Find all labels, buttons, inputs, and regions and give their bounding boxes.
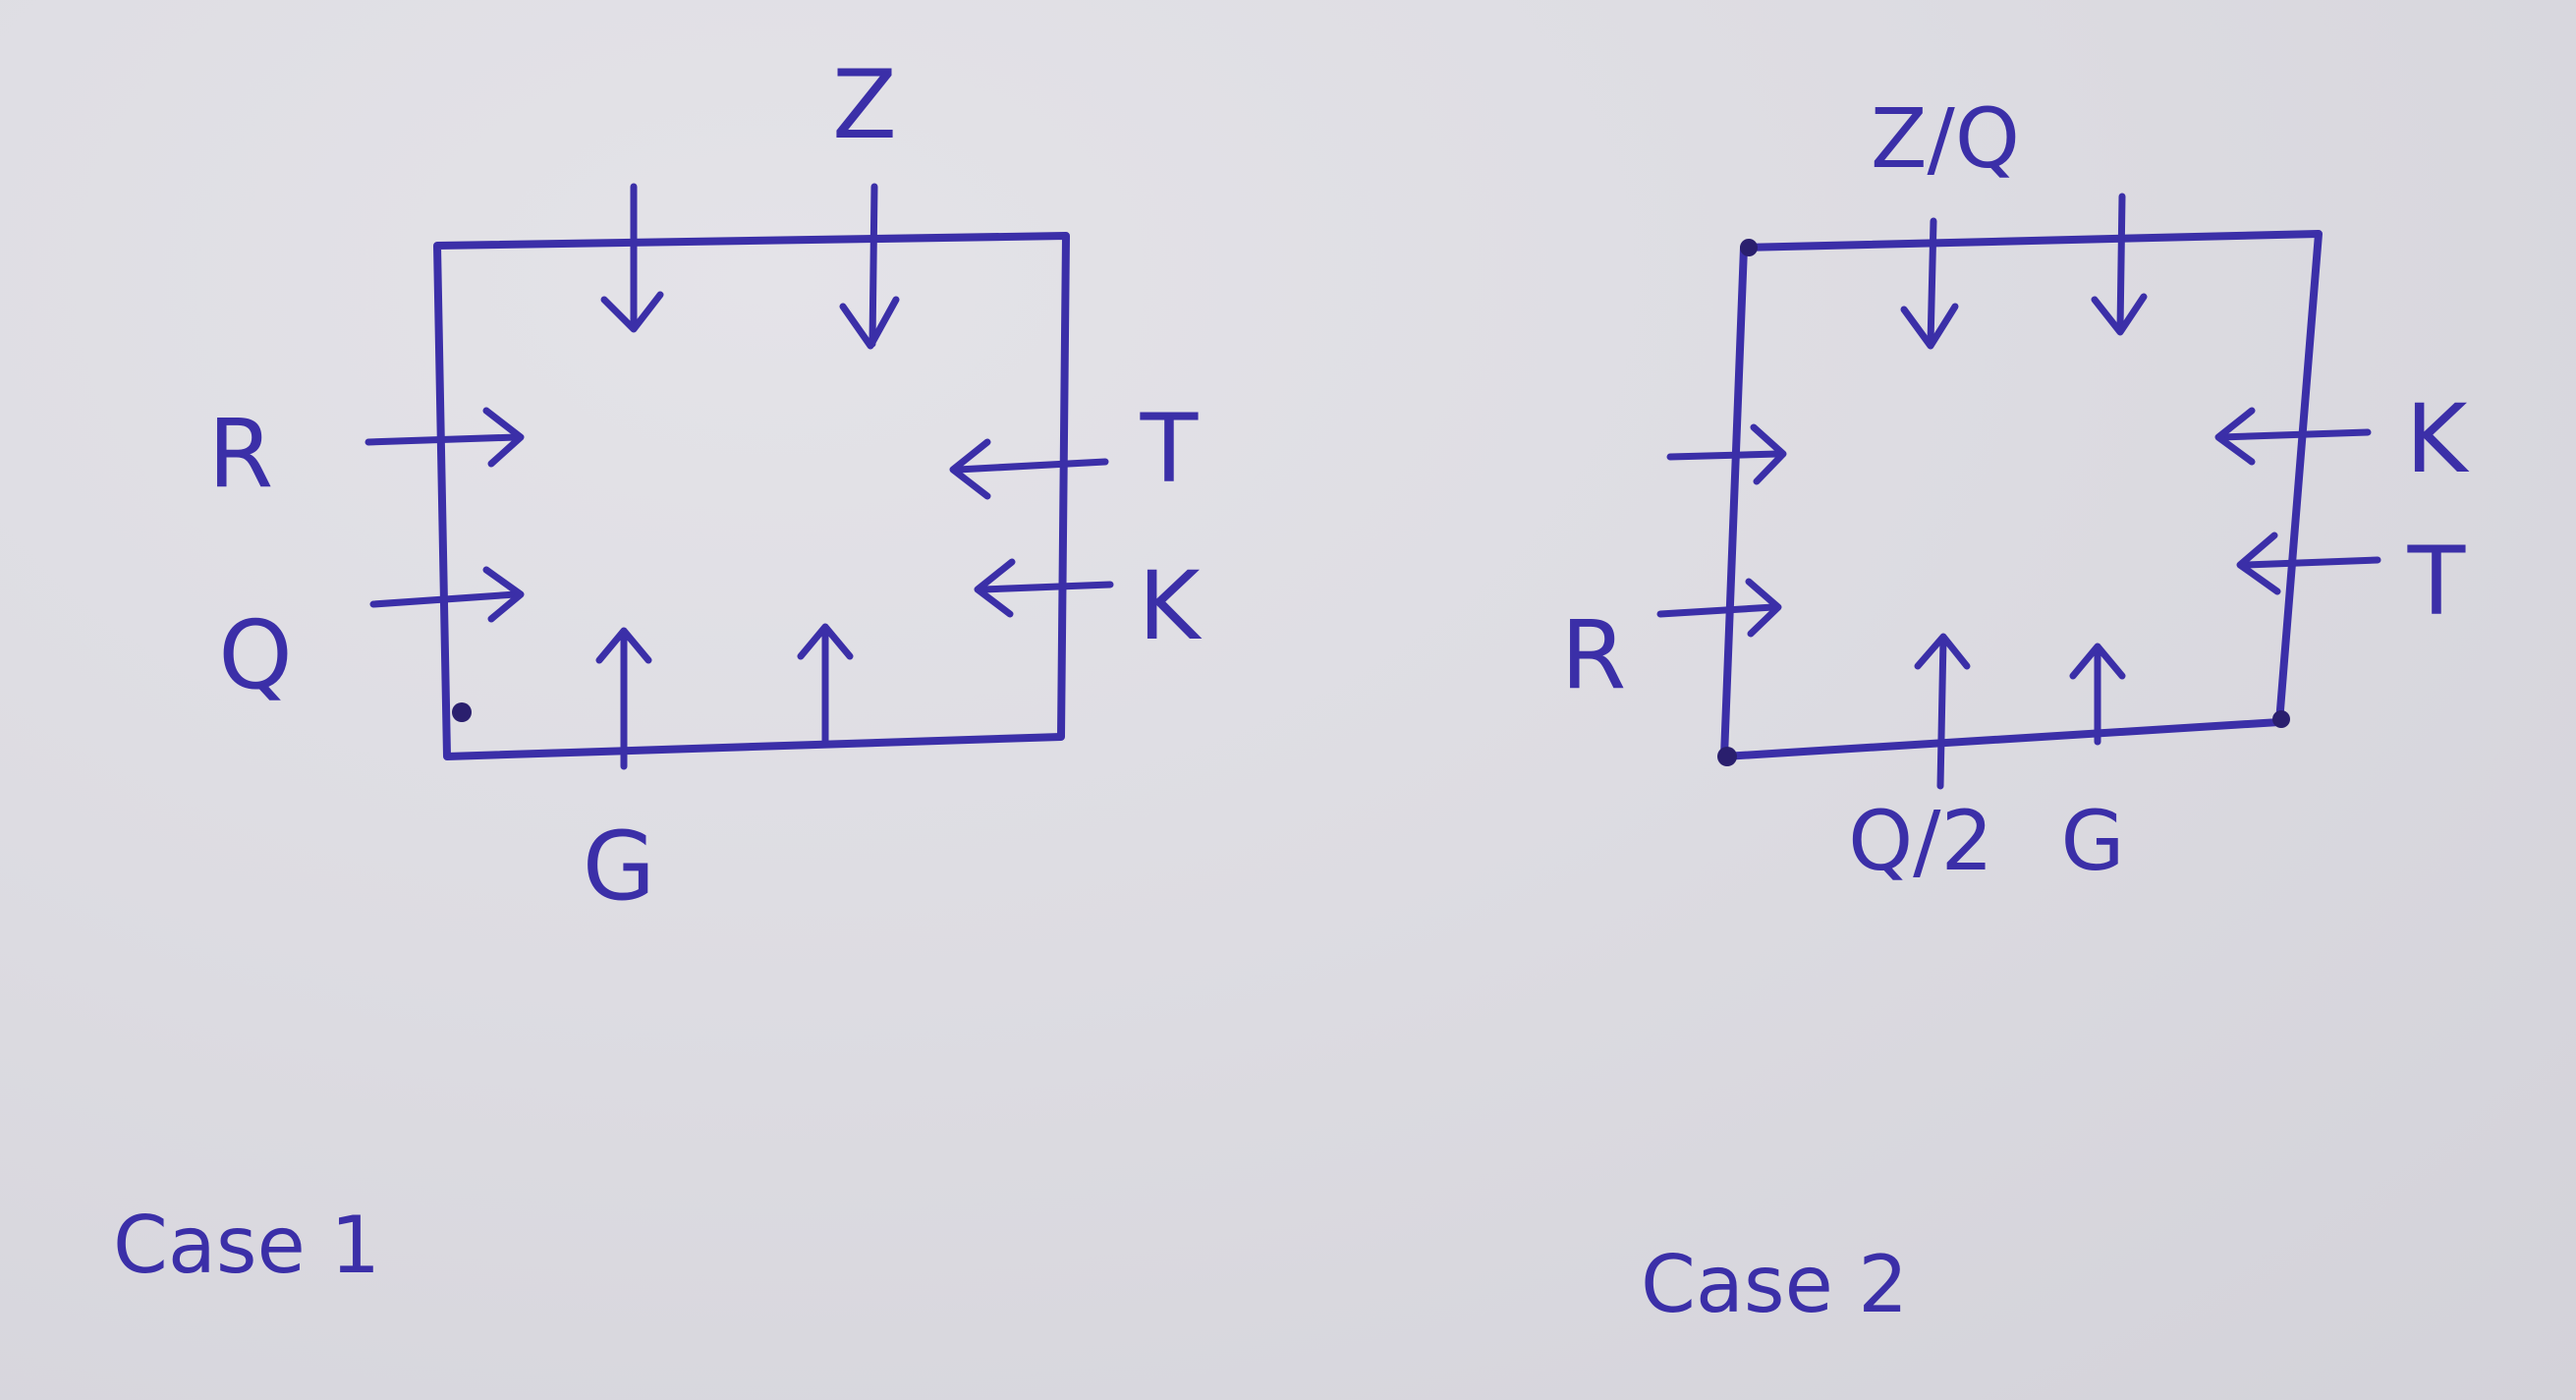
- case-2-left-label: R: [1561, 600, 1627, 710]
- case-1-bottom-label: G: [583, 812, 655, 922]
- case-2-corner-dot-3: [2272, 710, 2290, 728]
- case-1-top-label: Z: [832, 50, 897, 160]
- case-2-right-label-2: T: [2407, 527, 2466, 637]
- case-1-left-arrow-2: [369, 566, 525, 623]
- case-2-right-label-1: K: [2406, 384, 2470, 494]
- case-2-corner-dot-2: [1717, 747, 1737, 766]
- case-1-right-label-2: K: [1139, 551, 1203, 661]
- case-1-bottom-arrow-2: [797, 623, 854, 746]
- case-2-left-arrow-1: [1666, 423, 1787, 485]
- case-2-frame: [1720, 230, 2323, 760]
- case-2-bottom-label-1: Q/2: [1848, 793, 1993, 889]
- case-2-top-label: Z/Q: [1871, 90, 2020, 187]
- case-2-diagram: Z/Q R K T Q/2 G Case 2: [1561, 90, 2470, 1330]
- case-1-left-arrow-1: [364, 407, 525, 468]
- case-1-bottom-arrow-1: [595, 627, 652, 770]
- case-2-left-arrow-2: [1656, 578, 1782, 638]
- case-1-left-label-1: R: [208, 399, 274, 509]
- case-2-top-arrow-1: [1900, 217, 1959, 350]
- case-1-left-label-2: Q: [218, 600, 293, 710]
- case-1-right-label-1: T: [1140, 394, 1199, 504]
- case-2-right-arrow-2: [2236, 532, 2381, 595]
- case-1-diagram: Z R Q T K G Case 1: [113, 50, 1203, 1291]
- case-2-bottom-arrow-2: [2069, 643, 2126, 746]
- case-1-right-arrow-2: [974, 558, 1114, 618]
- case-1-right-arrow-1: [949, 438, 1109, 500]
- case-1-corner-dot: [452, 702, 472, 722]
- case-2-bottom-label-2: G: [2060, 793, 2124, 889]
- case-1-caption: Case 1: [113, 1200, 380, 1291]
- case-2-top-arrow-2: [2091, 193, 2148, 336]
- case-2-right-arrow-1: [2214, 407, 2372, 466]
- case-2-caption: Case 2: [1641, 1239, 1908, 1330]
- case-1-frame: [433, 232, 1070, 760]
- case-1-top-arrow-2: [839, 183, 900, 350]
- case-2-bottom-arrow-1: [1914, 633, 1971, 790]
- case-2-corner-dot-1: [1740, 239, 1758, 256]
- case-1-top-arrow-1: [600, 183, 664, 333]
